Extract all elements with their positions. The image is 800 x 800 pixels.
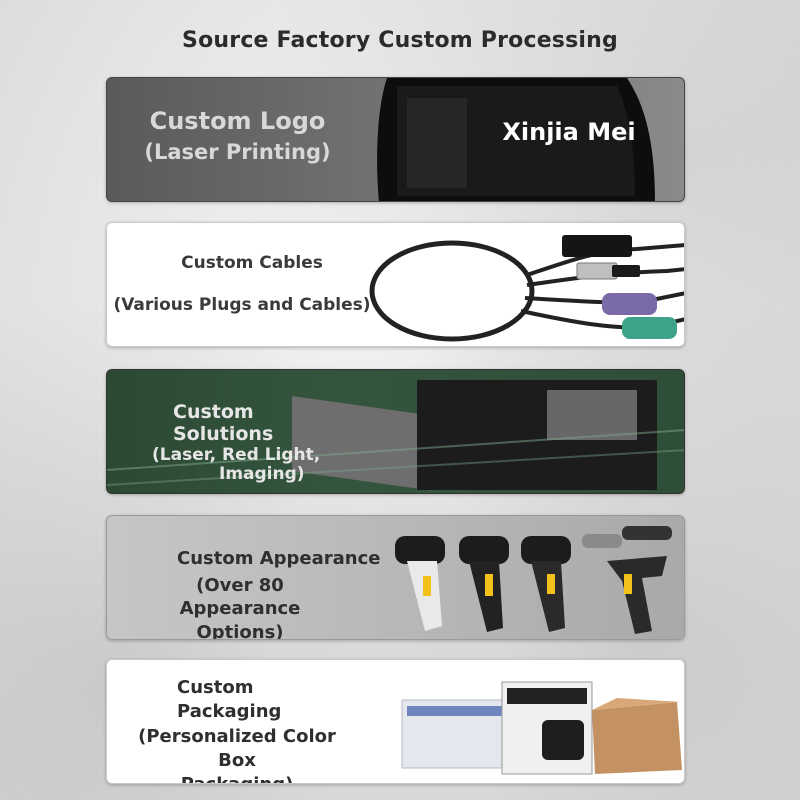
cables-image <box>369 235 684 342</box>
custom-logo-title: Custom Logo <box>149 107 326 135</box>
circuit-board-image <box>107 370 684 493</box>
custom-appearance-title: Custom Appearance <box>177 548 381 569</box>
custom-logo-subtitle: (Laser Printing) <box>144 139 331 164</box>
card-custom-packaging: Custom Packaging (Personalized Color Box… <box>106 659 685 784</box>
custom-cables-title: Custom Cables <box>181 253 323 273</box>
card-custom-cables: Custom Cables (Various Plugs and Cables) <box>106 222 685 347</box>
custom-solutions-subtitle-line2: Imaging) <box>219 464 305 485</box>
scanner-black <box>521 536 571 632</box>
scanner-white <box>395 536 445 631</box>
custom-solutions-title-line1: Custom <box>173 401 254 423</box>
card-custom-logo: Custom Logo (Laser Printing) Xinjia Mei <box>106 77 685 202</box>
custom-packaging-subtitle-line1: (Personalized Color Box <box>138 725 336 771</box>
scanner-variants-image <box>395 526 672 634</box>
scanner-head-image <box>377 78 655 201</box>
custom-appearance-subtitle: (Over 80 Appearance Options) <box>135 574 345 640</box>
scanner-black-yellow <box>459 536 509 632</box>
brand-logo-text: Xinjia Mei <box>502 118 636 146</box>
custom-solutions-subtitle-line1: (Laser, Red Light, <box>152 444 321 465</box>
custom-appearance-subtitle-line2: Options) <box>196 621 284 640</box>
custom-logo-text: Custom Logo (Laser Printing) <box>125 107 350 164</box>
custom-solutions-text: Custom Solutions (Laser, Red Light, Imag… <box>137 401 327 485</box>
card-custom-solutions: Custom Solutions (Laser, Red Light, Imag… <box>106 369 685 494</box>
custom-solutions-title-line2: Solutions <box>173 422 274 445</box>
packaging-boxes-image <box>401 681 682 775</box>
custom-packaging-subtitle-line2: Packaging) <box>117 773 357 783</box>
custom-packaging-title-line1: Custom <box>177 677 254 698</box>
page-title: Source Factory Custom Processing <box>182 28 618 53</box>
scanner-exploded <box>582 526 672 634</box>
card-custom-appearance: Custom Appearance (Over 80 Appearance Op… <box>106 515 685 640</box>
custom-packaging-text: Custom Packaging (Personalized Color Box… <box>117 676 357 783</box>
custom-appearance-subtitle-line1: (Over 80 Appearance <box>179 575 301 620</box>
custom-cables-subtitle: (Various Plugs and Cables) <box>113 295 371 315</box>
custom-packaging-title-line2: Packaging <box>177 701 282 723</box>
